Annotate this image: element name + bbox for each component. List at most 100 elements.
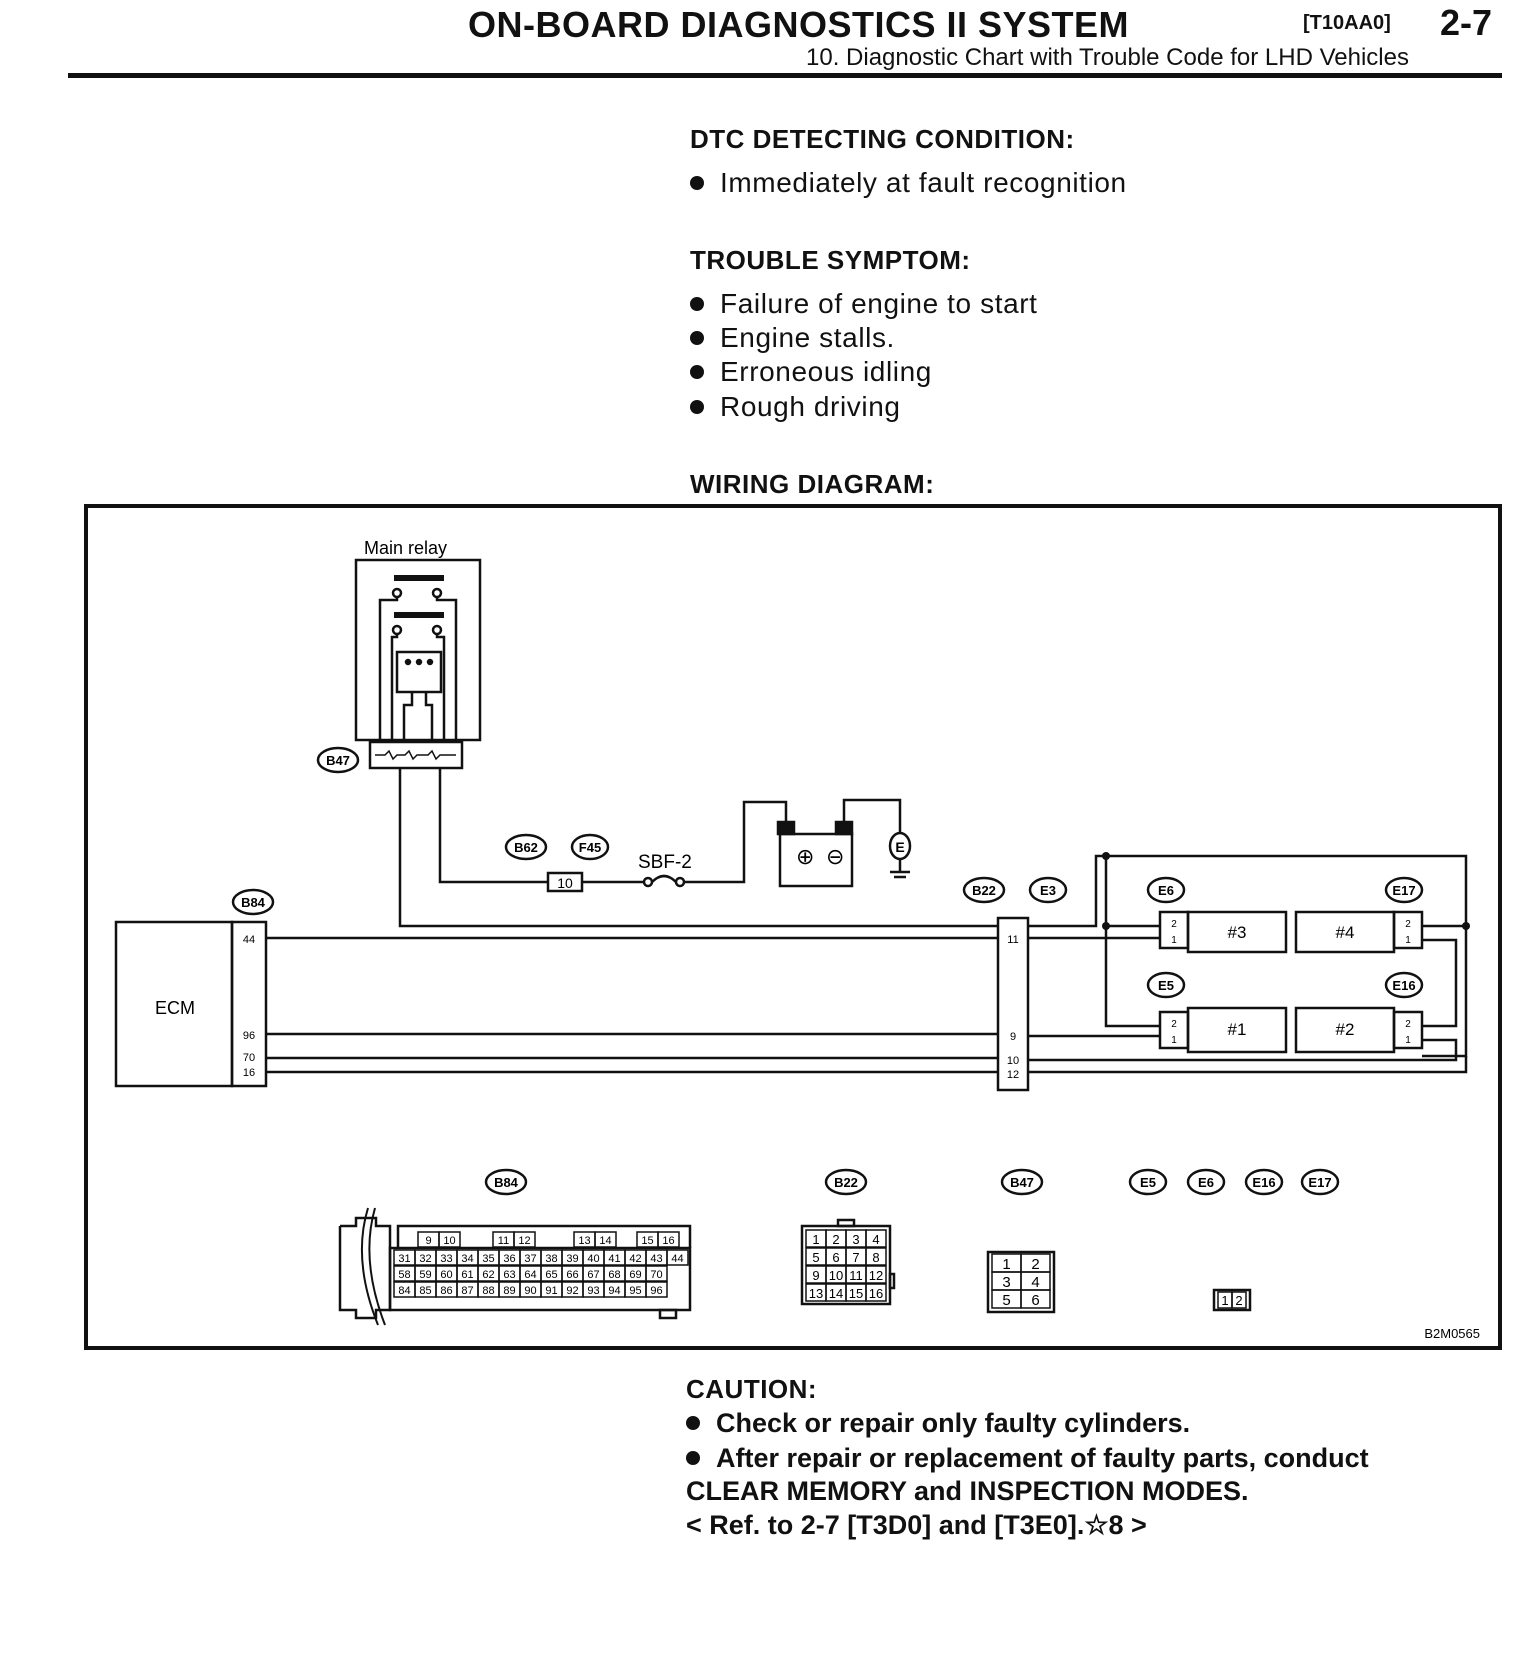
connector-pin-label: 13 (578, 1235, 590, 1247)
face-label-e6: E6 (1186, 1168, 1226, 1196)
connector-pin-label: 68 (608, 1269, 620, 1281)
bullet-icon (686, 1415, 700, 1430)
svg-text:E16: E16 (1392, 978, 1415, 993)
ecm-pin: 70 (243, 1052, 255, 1064)
symptom-item: Failure of engine to start (690, 288, 1038, 320)
connector-pin-label: 33 (440, 1253, 452, 1265)
injector-4 (1294, 910, 1396, 954)
svg-text:E17: E17 (1392, 883, 1415, 898)
svg-text:E6: E6 (1158, 883, 1174, 898)
bullet-icon (686, 1450, 700, 1465)
ecm-pin: 16 (243, 1067, 255, 1079)
ecm-connector (230, 920, 268, 1088)
b22-face (800, 1218, 896, 1306)
svg-text:B22: B22 (834, 1175, 858, 1190)
connector-pin-label: 15 (849, 1286, 863, 1301)
svg-text:B22: B22 (972, 883, 996, 898)
symptom-item: Engine stalls. (690, 322, 895, 354)
connector-pin-label: 2 (832, 1232, 839, 1247)
face-label-b84: B84 (484, 1168, 528, 1196)
connector-pin-label: 13 (809, 1286, 823, 1301)
connector-pin-label: 36 (503, 1253, 515, 1265)
connector-cell (865, 1265, 887, 1284)
connector-pin-label: 95 (629, 1285, 641, 1297)
ecm-pin: 96 (243, 1030, 255, 1042)
connector-pin-label: 14 (829, 1286, 843, 1301)
connector-pin-label: 70 (650, 1269, 662, 1281)
connector-pin-label: 62 (482, 1269, 494, 1281)
svg-text:E5: E5 (1158, 978, 1174, 993)
connector-pin-label: 5 (812, 1250, 819, 1265)
svg-text:B84: B84 (494, 1175, 519, 1190)
face-label-b47: B47 (1000, 1168, 1044, 1196)
caution-heading: CAUTION: (686, 1374, 818, 1404)
svg-text:B47: B47 (326, 753, 350, 768)
bullet-icon (690, 175, 704, 190)
b22-pin: 10 (1007, 1055, 1019, 1067)
connector-cell (865, 1247, 887, 1266)
section-code: [T10AA0] (1303, 12, 1391, 34)
injector-pin: 2 (1405, 919, 1411, 930)
connector-pin-label: 96 (650, 1285, 662, 1297)
connector-cell (645, 1281, 668, 1298)
connector-pin-label: 89 (503, 1285, 515, 1297)
connector-pin-label: 16 (869, 1286, 883, 1301)
connector-pin-label: 9 (425, 1235, 431, 1247)
connector-pin-label: 86 (440, 1285, 452, 1297)
connector-pin-label: 41 (608, 1253, 620, 1265)
b84-face (338, 1207, 692, 1326)
connector-pin-label: 38 (545, 1253, 557, 1265)
injector-pin: 1 (1171, 1035, 1177, 1046)
connector-b62: B62 (504, 833, 548, 861)
connector-cell (645, 1265, 668, 1282)
connector-pin-label: 16 (662, 1235, 674, 1247)
connector-pin-label: 1 (1002, 1256, 1010, 1273)
connector-pin-label: 1 (812, 1232, 819, 1247)
connector-pin-label: 85 (419, 1285, 431, 1297)
figure-id: B2M0565 (1424, 1326, 1480, 1341)
connector-pin-label: 43 (650, 1253, 662, 1265)
connector-pin-label: 67 (587, 1269, 599, 1281)
face-label-e16: E16 (1244, 1168, 1284, 1196)
connector-pin-label: 35 (482, 1253, 494, 1265)
connector-pin-label: 15 (641, 1235, 653, 1247)
connector-pin-label: 64 (524, 1269, 536, 1281)
connector-pin-label: 9 (812, 1268, 819, 1283)
bullet-icon (690, 296, 704, 311)
connector-pin-label: 40 (587, 1253, 599, 1265)
injector-2 (1294, 1006, 1396, 1054)
connector-pin-label: 37 (524, 1253, 536, 1265)
connector-pin-label: 44 (671, 1253, 683, 1265)
connector-pin-label: 94 (608, 1285, 620, 1297)
svg-text:F45: F45 (579, 840, 601, 855)
e-face (1212, 1288, 1252, 1312)
connector-pin-label: 66 (566, 1269, 578, 1281)
svg-text:E3: E3 (1040, 883, 1056, 898)
earth-label: E (895, 839, 904, 855)
connector-pin-label: 60 (440, 1269, 452, 1281)
connector-pin-label: 10 (443, 1235, 455, 1247)
b22-pin: 11 (1007, 934, 1018, 946)
dtc-heading: DTC DETECTING CONDITION: (690, 124, 1075, 154)
power-circuit (438, 768, 912, 893)
connector-pin-label: 11 (498, 1235, 509, 1247)
injector-label: #2 (1336, 1020, 1355, 1039)
connector-e17: E17 (1384, 876, 1424, 904)
caution-reference: < Ref. to 2-7 [T3D0] and [T3E0].☆8 > (686, 1510, 1147, 1540)
connector-b84: B84 (231, 888, 275, 916)
connector-pin-label: 87 (461, 1285, 473, 1297)
symptom-item: Rough driving (690, 391, 901, 423)
connector-pin-label: 3 (1002, 1274, 1010, 1291)
connector-pin-label: 12 (518, 1235, 530, 1247)
harness-wires (266, 768, 1468, 1074)
connector-pin-label: 4 (1031, 1274, 1039, 1291)
page-subtitle: 10. Diagnostic Chart with Trouble Code f… (806, 44, 1409, 71)
injector-pin: 2 (1171, 919, 1177, 930)
connector-pin-label: 4 (872, 1232, 879, 1247)
fuse-label: SBF-2 (638, 852, 692, 873)
page-number: 2-7 (1440, 2, 1493, 43)
connector-pin-label: 7 (852, 1250, 859, 1265)
injector-3 (1186, 910, 1288, 954)
